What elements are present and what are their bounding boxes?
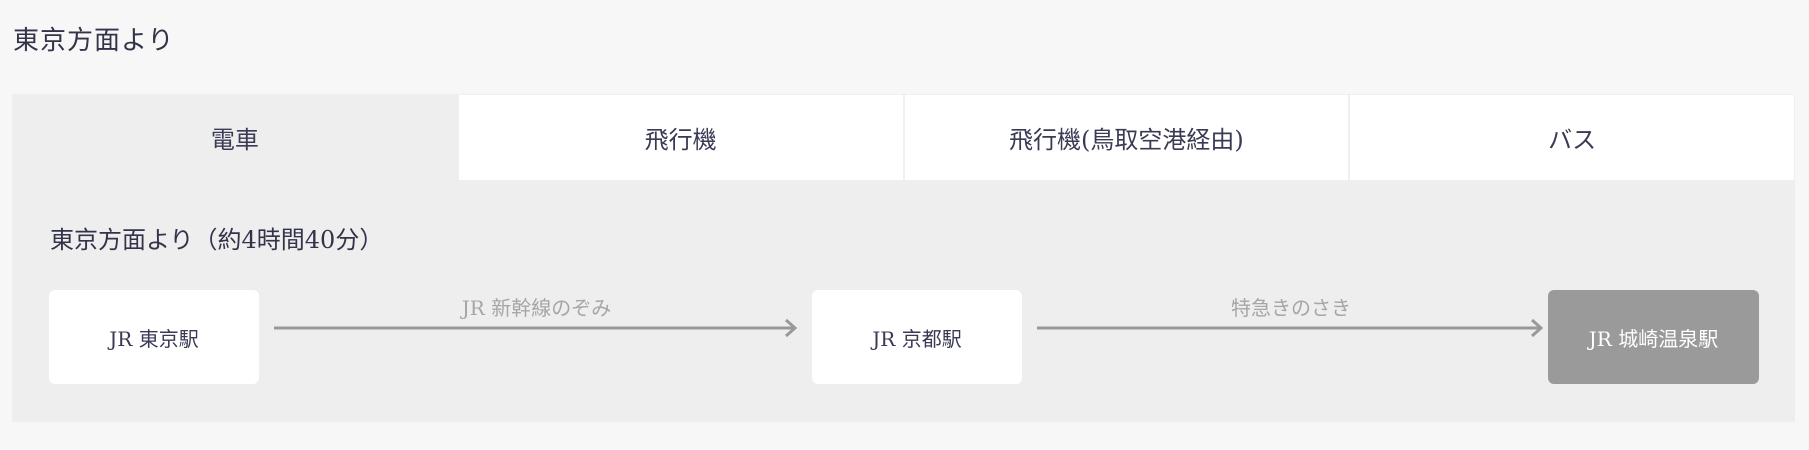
- access-panel: 電車 飛行機 飛行機(鳥取空港経由) バス 東京方面より（約4時間40分） JR…: [12, 94, 1795, 422]
- arrow-right-icon: [274, 318, 798, 338]
- tab-bus[interactable]: バス: [1349, 94, 1795, 181]
- arrow-right-icon: [1037, 318, 1544, 338]
- tab-airplane[interactable]: 飛行機: [457, 94, 904, 181]
- route-title: 東京方面より（約4時間40分）: [50, 226, 384, 254]
- tab-train[interactable]: 電車: [12, 94, 458, 181]
- page-title: 東京方面より: [13, 26, 175, 56]
- station-tokyo: JR 東京駅: [49, 290, 259, 384]
- transport-tabs: 電車 飛行機 飛行機(鳥取空港経由) バス: [12, 94, 1795, 181]
- leg-label-shinkansen: JR 新幹線のぞみ: [461, 296, 612, 320]
- station-kyoto: JR 京都駅: [812, 290, 1022, 384]
- tab-airplane-tottori[interactable]: 飛行機(鳥取空港経由): [903, 94, 1350, 181]
- station-kinosaki-onsen: JR 城崎温泉駅: [1548, 290, 1759, 384]
- leg-label-limited-express: 特急きのさき: [1231, 296, 1351, 320]
